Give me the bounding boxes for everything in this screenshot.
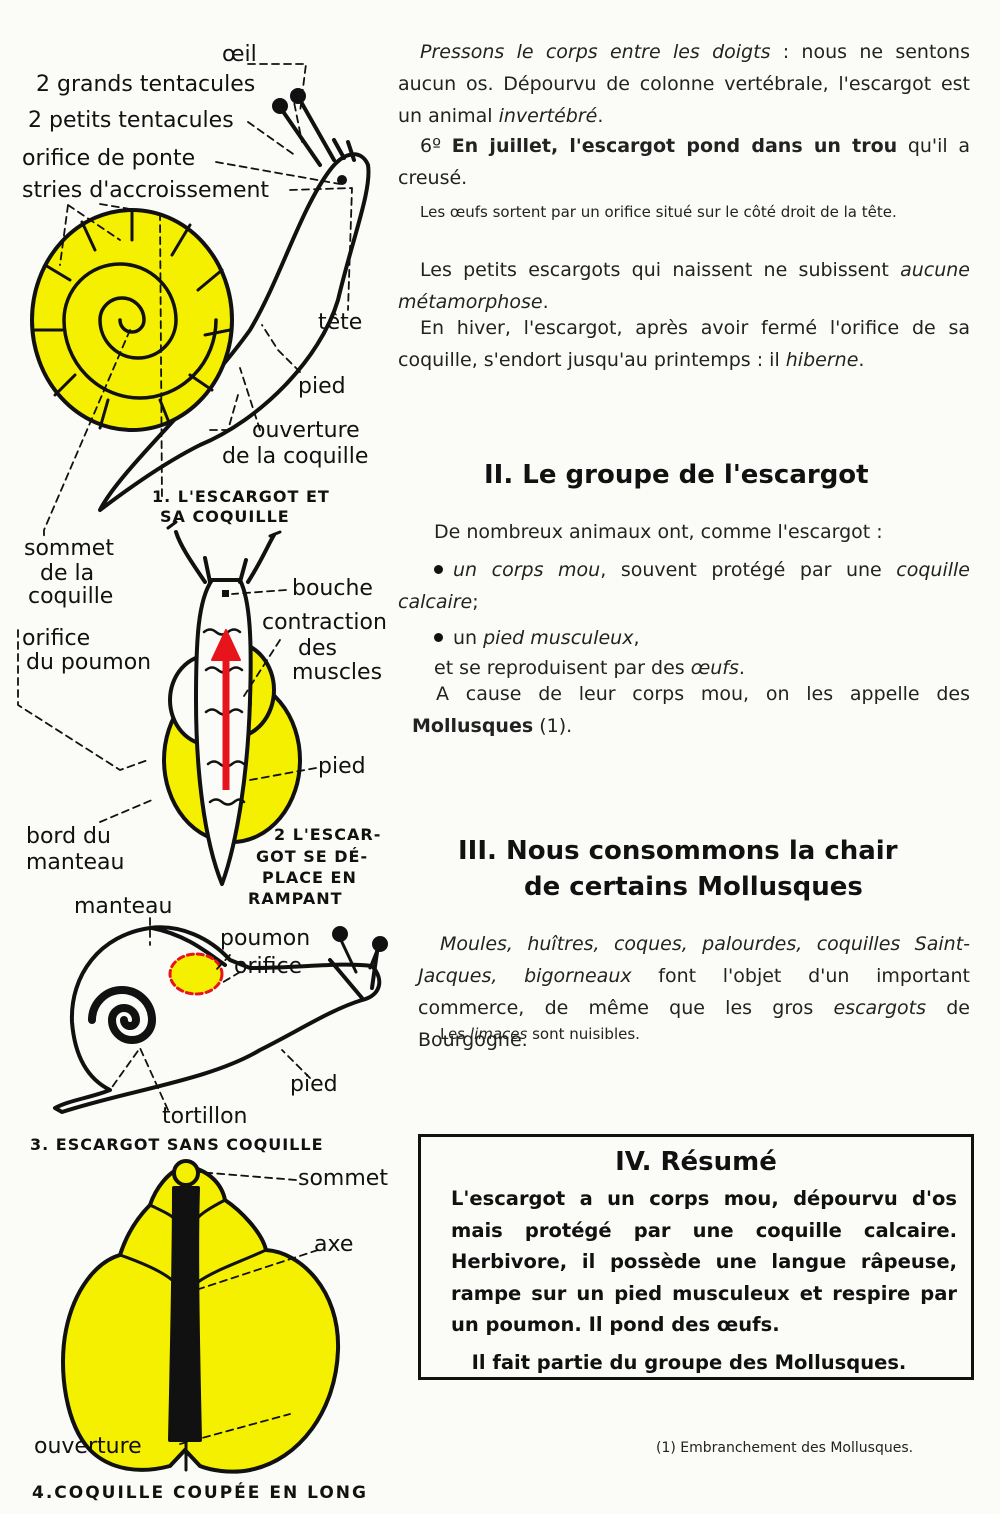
section-3-limaces-b: sont nuisibles.	[527, 1025, 640, 1043]
word-oeufs: œufs	[690, 657, 739, 679]
section-3-text: Moules, huîtres, coques, palourdes, coqu…	[418, 928, 970, 1056]
label-orifice-poumon-2: du poumon	[26, 650, 152, 675]
word-hiberne: hiberne	[785, 349, 859, 371]
label-orifice-ponte: orifice de ponte	[22, 146, 196, 171]
paragraph-ponte-lead: En juillet, l'escargot pond dans un trou	[451, 135, 898, 157]
label-axe: axe	[314, 1232, 354, 1257]
section-3-list: Moules, huîtres, coques, palourdes, coqu…	[418, 933, 970, 987]
label-tortillon: tortillon	[162, 1104, 248, 1129]
caption-fig3: 3. ESCARGOT SANS COQUILLE	[30, 1135, 324, 1154]
label-ouverture-2: de la coquille	[222, 444, 369, 469]
label-sommet-4: sommet	[298, 1166, 388, 1191]
section-2-mollusques: A cause de leur corps mou, on les appell…	[412, 678, 970, 742]
word-escargots: escargots	[833, 997, 927, 1019]
label-manteau: manteau	[74, 894, 173, 919]
footnote-ref: (1).	[533, 715, 573, 737]
label-contraction-1: contraction	[262, 610, 387, 635]
section-3-limaces-a: Les	[440, 1025, 470, 1043]
label-sommet-2: de la	[40, 561, 95, 586]
paragraph-hiver-text: En hiver, l'escargot, après avoir fermé …	[398, 317, 970, 371]
heading-section-3-line1: III. Nous consommons la chair	[458, 836, 898, 866]
bullet-dot	[434, 633, 443, 642]
bullet-2-pied: pied musculeux	[483, 627, 634, 649]
section-2-oeufs-text: et se reproduisent par des	[434, 657, 691, 679]
label-tete: tête	[318, 310, 363, 335]
label-oeil: œil	[222, 42, 257, 67]
label-ouverture-1: ouverture	[252, 418, 360, 443]
bullet-1-corps: un corps mou	[453, 559, 601, 581]
word-invertebre: invertébré	[498, 105, 598, 127]
label-pied-3: pied	[290, 1072, 338, 1097]
label-petits-tentacules: 2 petits tentacules	[28, 108, 234, 133]
label-contraction-2: des	[298, 636, 337, 661]
section-2-mollusques-text: A cause de leur corps mou, on les appell…	[436, 683, 970, 705]
word-mollusques: Mollusques	[412, 715, 534, 737]
summary-text: L'escargot a un corps mou, dépourvu d'os…	[451, 1187, 957, 1336]
paragraph-metamorphose-end: .	[542, 291, 549, 313]
paragraph-ponte-number: 6º	[420, 135, 452, 157]
caption-fig4: 4.COQUILLE COUPÉE EN LONG	[32, 1483, 368, 1503]
caption-fig2-line3: PLACE EN	[262, 868, 357, 887]
label-orifice-poumon-1: orifice	[22, 626, 91, 651]
paragraph-ponte: 6º En juillet, l'escargot pond dans un t…	[398, 130, 970, 194]
section-2-oeufs: et se reproduisent par des œufs.	[398, 652, 970, 684]
footnote: (1) Embranchement des Mollusques.	[656, 1440, 914, 1456]
summary-box: IV. Résumé L'escargot a un corps mou, dé…	[418, 1134, 974, 1380]
label-bord-1: bord du	[26, 824, 111, 849]
section-2-intro: De nombreux animaux ont, comme l'escargo…	[434, 521, 883, 543]
bullet-1-text: , souvent protégé par une	[600, 559, 897, 581]
section-3-commerce: font l'objet d'un important commerce, de…	[418, 965, 970, 1019]
paragraph-bones-text: : nous ne sentons aucun os. Dépourvu de …	[398, 41, 970, 127]
label-stries: stries d'accroissement	[22, 178, 270, 203]
label-ouverture-4: ouverture	[34, 1434, 142, 1459]
paragraph-bones-end: .	[597, 105, 604, 127]
label-grands-tentacules: 2 grands tentacules	[36, 72, 256, 97]
caption-fig2-line2: GOT SE DÉ-	[256, 847, 369, 866]
label-sommet-1: sommet	[24, 536, 114, 561]
heading-section-2: II. Le groupe de l'escargot	[484, 460, 869, 490]
label-pied: pied	[298, 374, 346, 399]
bullet-1-coquille: coquille calcaire	[398, 559, 970, 613]
section-3-limaces: Les limaces sont nuisibles.	[440, 1020, 970, 1048]
label-pied-2: pied	[318, 754, 366, 779]
paragraph-hiver: En hiver, l'escargot, après avoir fermé …	[398, 312, 970, 376]
label-contraction-3: muscles	[292, 660, 383, 685]
section-2-bullet-1: un corps mou, souvent protégé par une co…	[398, 554, 970, 618]
caption-fig1-line1: 1. L'ESCARGOT ET	[152, 487, 330, 506]
paragraph-hiver-end: .	[858, 349, 865, 371]
section-3-end: de Bourgogne.	[418, 997, 970, 1051]
bullet-1-end: ;	[472, 591, 479, 613]
word-limaces: limaces	[469, 1025, 528, 1043]
leader-lines	[17, 63, 353, 1445]
paragraph-metamorphose: Les petits escargots qui naissent ne sub…	[398, 254, 970, 318]
figure-2-snail-crawling	[162, 520, 302, 886]
paragraph-oeufs: Les œufs sortent par un orifice situé su…	[420, 203, 897, 221]
label-poumon: poumon	[220, 926, 311, 951]
caption-fig1-line2: SA COQUILLE	[160, 507, 290, 526]
word-metamorphose: aucune métamorphose	[398, 259, 970, 313]
heading-section-3-line2: de certains Mollusques	[524, 872, 863, 902]
label-bouche: bouche	[292, 576, 373, 601]
section-2-bullet-2: un pied musculeux,	[398, 622, 970, 654]
bullet-2-text: un	[453, 627, 484, 649]
paragraph-metamorphose-text: Les petits escargots qui naissent ne sub…	[420, 259, 901, 281]
bullet-dot	[434, 565, 443, 574]
snail-figures	[17, 63, 388, 1474]
figure-4-shell-section	[61, 1159, 341, 1474]
section-2-oeufs-end: .	[738, 657, 745, 679]
label-orifice-3: orifice	[234, 954, 303, 979]
paragraph-ponte-rest: qu'il a creusé.	[398, 135, 970, 189]
caption-fig2-line1: 2 L'ESCAR-	[274, 825, 382, 844]
figure-1-snail	[30, 88, 371, 512]
figure-3-snail-without-shell	[53, 925, 388, 1114]
label-bord-2: manteau	[26, 850, 125, 875]
paragraph-bones-italic: Pressons le corps entre les doigts	[420, 41, 771, 63]
heading-section-4: IV. Résumé	[615, 1147, 777, 1177]
label-sommet-3: coquille	[28, 584, 114, 609]
summary-last-line: Il fait partie du groupe des Mollusques.	[471, 1350, 907, 1374]
paragraph-bones: Pressons le corps entre les doigts : nou…	[398, 36, 970, 132]
bullet-2-end: ,	[633, 627, 640, 649]
caption-fig2-line4: RAMPANT	[248, 889, 343, 908]
